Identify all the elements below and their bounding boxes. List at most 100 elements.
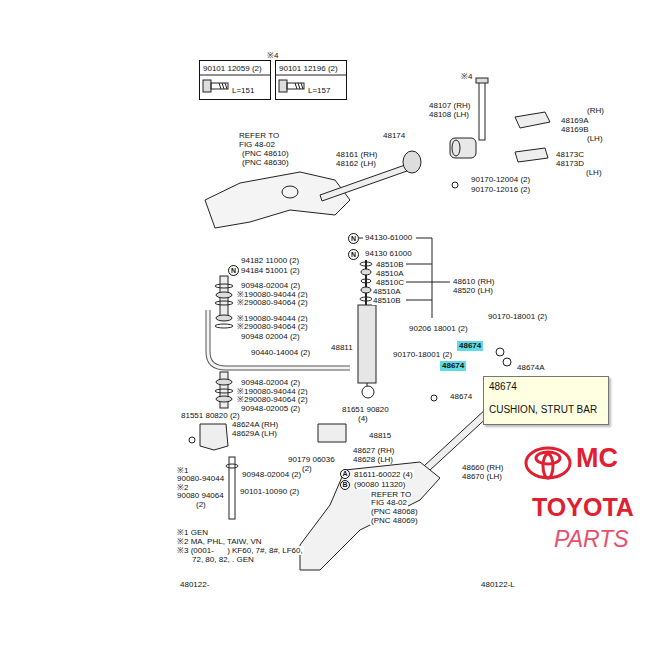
part-number: 48510A (375, 269, 405, 278)
part-number: ※4 (266, 51, 279, 60)
part-number: 90170-18001 (2) (392, 350, 453, 359)
part-number: 90948-02004 (2) (240, 281, 301, 290)
part-number: 94130-61000 (364, 233, 413, 242)
part-number: 90170-12004 (2) (470, 175, 531, 184)
part-number: N (229, 266, 238, 275)
part-number: L=151 (232, 86, 254, 95)
footnote: 72, 80, 82, . GEN (191, 555, 255, 564)
cushion-ring (503, 358, 511, 366)
footnote: ※3 (0001- ) KF60, 7#, 8#, LF60, (176, 546, 304, 555)
part-number: A (341, 470, 349, 478)
bolt-head (279, 80, 287, 92)
watermark-text: TOYOTA (531, 493, 635, 521)
part-number: (PNC 48069) (370, 516, 419, 525)
part-number: (LH) (586, 134, 604, 143)
bolt-thread (295, 83, 303, 89)
new-part-mark: N (348, 249, 359, 260)
cushion (216, 379, 232, 385)
cushion-ring (496, 348, 504, 356)
part-number: (2) (301, 464, 313, 473)
bracket (318, 424, 346, 442)
leader-bracket (359, 238, 450, 318)
part-number: 81651 90820 (341, 405, 390, 414)
cushion (361, 287, 371, 293)
part-number: 48108 (LH) (428, 110, 470, 119)
arm-hole (282, 186, 298, 198)
part-number: (LH) (585, 168, 603, 177)
bolt-shank (287, 83, 304, 89)
part-number: N (349, 234, 358, 243)
cushion (216, 292, 232, 298)
washer (215, 301, 233, 305)
reference-mark: B (340, 480, 350, 490)
part-number: (RH) (586, 106, 605, 115)
part-number: 90206 18001 (2) (408, 324, 469, 333)
part-number: 48520 (LH) (452, 286, 494, 295)
part-number: 48660 (RH) (461, 463, 504, 472)
table-divider (275, 75, 347, 76)
part-number: 48629A (LH) (231, 429, 278, 438)
spec-box: 90101 12196 (2) L=157 (275, 60, 347, 100)
logo-emblem (543, 454, 553, 478)
stabilizer-bar (208, 310, 350, 368)
bolt-shank (211, 83, 228, 89)
part-number: 48624A (RH) (231, 420, 279, 429)
part-number: 90080 94064 (176, 491, 225, 500)
tooltip-box: 48674CUSHION, STRUT BAR (483, 376, 609, 425)
part-number: REFER TO (238, 131, 280, 140)
part-number: 48174 (382, 131, 406, 140)
nut (189, 437, 195, 443)
cushion (216, 396, 232, 402)
plate (515, 148, 548, 162)
part-number: 48169A (560, 116, 590, 125)
part-number: 90948-02004 (2) (241, 470, 302, 479)
part-number: L=157 (308, 86, 330, 95)
bushing (403, 151, 421, 173)
part-number: 48674 (459, 341, 481, 351)
footnote: ※1 GEN (176, 528, 209, 537)
part-number: (PNC 48610) (241, 149, 290, 158)
reference-mark: A (340, 469, 350, 479)
part-number: (4) (357, 414, 369, 423)
part-number: 48610 (RH) (452, 277, 495, 286)
part-number: 48815 (368, 431, 392, 440)
part-number: 90101 12196 (2) (279, 64, 338, 73)
part-number: 90440-14004 (2) (250, 348, 311, 357)
lower-arm (300, 462, 440, 570)
bushing-end (452, 140, 460, 156)
washer (215, 284, 233, 288)
part-number: (2) (195, 500, 207, 509)
highlighted-part-number: 48674 (440, 361, 466, 371)
part-number: 48811 (330, 343, 354, 352)
highlighted-part-number: 48674 (457, 341, 483, 351)
part-number: (PNC 48068) (370, 507, 419, 516)
part-number: N (349, 250, 358, 259)
figure-number: 480122- (179, 580, 210, 589)
part-number: ※290080-94064 (2) (236, 322, 309, 331)
cushion (361, 269, 371, 275)
part-number: 90101-10090 (2) (239, 487, 300, 496)
washer (215, 324, 233, 328)
part-number: 48173C (555, 150, 585, 159)
shock-eye (362, 386, 374, 398)
part-number: (PNC 48630) (241, 158, 290, 167)
new-part-mark: N (228, 265, 239, 276)
washer (226, 464, 238, 468)
washer (361, 279, 371, 283)
part-number: 48674 (489, 381, 517, 393)
part-number: 48169B (560, 125, 590, 134)
part-number: 48674 (442, 361, 464, 371)
new-part-mark: N (348, 233, 359, 244)
stabilizer-bar (208, 310, 350, 368)
part-number: 48510B (372, 296, 402, 305)
table-divider (199, 75, 271, 76)
part-number: 90179 06036 (287, 455, 336, 464)
part-number: 81551 80820 (2) (180, 411, 241, 420)
part-number: 48510C (375, 278, 405, 287)
bolt (229, 457, 235, 519)
part-number: 48674A (516, 363, 546, 372)
part-number: 48627 (RH) (352, 446, 395, 455)
bolt-thread (219, 83, 227, 89)
logo-emblem (526, 448, 570, 478)
